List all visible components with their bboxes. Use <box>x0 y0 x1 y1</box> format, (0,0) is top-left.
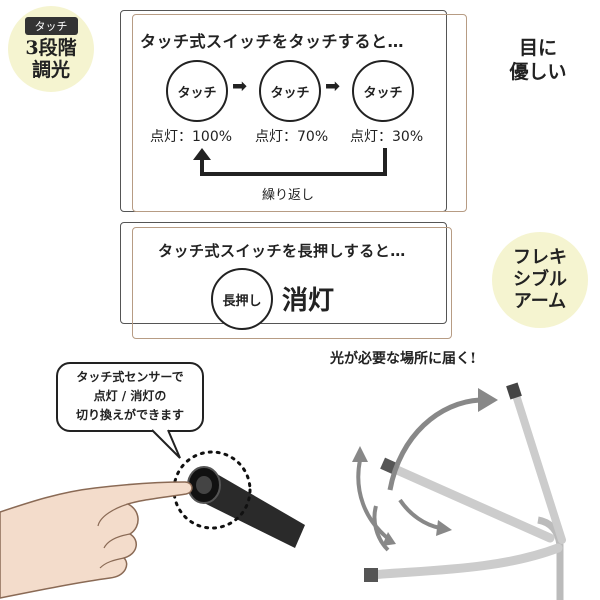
step-arrow-2: ➡ <box>325 76 341 97</box>
lights-off-label: 消灯 <box>282 286 335 316</box>
touch-step-2-status: 点灯：70% <box>255 129 329 145</box>
hand-illustration <box>0 450 305 599</box>
dimmer-badge: タッチ 3段階 調光 <box>8 6 94 92</box>
long-press-button: 長押し <box>211 268 273 330</box>
touch-panel-frame-b <box>132 14 467 212</box>
arm-lamp-illustration <box>352 382 566 600</box>
touch-panel-heading: タッチ式スイッチをタッチすると… <box>140 32 405 51</box>
touch-step-3-button: タッチ <box>352 60 414 122</box>
eye-badge-line2: 優しい <box>509 61 567 83</box>
bubble-line1: タッチ式センサーで <box>76 370 184 384</box>
flex-badge-line3: アーム <box>513 291 567 312</box>
loop-arrow-icon <box>193 148 387 176</box>
hold-panel-frame-b <box>132 227 452 339</box>
flex-badge-line1: フレキ <box>513 247 567 268</box>
eye-badge: 目に 優しい <box>498 20 578 100</box>
touch-step-1-button: タッチ <box>166 60 228 122</box>
dimmer-badge-tag: タッチ <box>24 17 78 35</box>
flex-badge-line2: シブル <box>513 269 567 290</box>
step-arrow-1: ➡ <box>232 76 248 97</box>
touch-sensor-bubble: タッチ式センサーで 点灯 / 消灯の 切り換えができます <box>56 362 204 432</box>
touch-step-1-status: 点灯：100% <box>150 129 233 145</box>
eye-badge-line1: 目に <box>518 37 557 59</box>
bubble-tail <box>151 429 181 459</box>
hold-panel-heading: タッチ式スイッチを長押しすると… <box>158 242 406 260</box>
bubble-line2: 点灯 / 消灯の <box>93 389 167 403</box>
dimmer-badge-line2: 調光 <box>31 59 70 81</box>
flex-badge: フレキ シブル アーム <box>492 232 588 328</box>
hold-panel-frame-a <box>120 222 447 324</box>
touch-step-3-status: 点灯：30% <box>350 129 424 145</box>
arm-caption: 光が必要な場所に届く! <box>330 351 477 367</box>
touch-step-2-button: タッチ <box>259 60 321 122</box>
loop-label: 繰り返し <box>262 188 315 203</box>
bubble-line3: 切り換えができます <box>75 408 184 422</box>
dimmer-badge-line1: 3段階 <box>25 37 77 59</box>
